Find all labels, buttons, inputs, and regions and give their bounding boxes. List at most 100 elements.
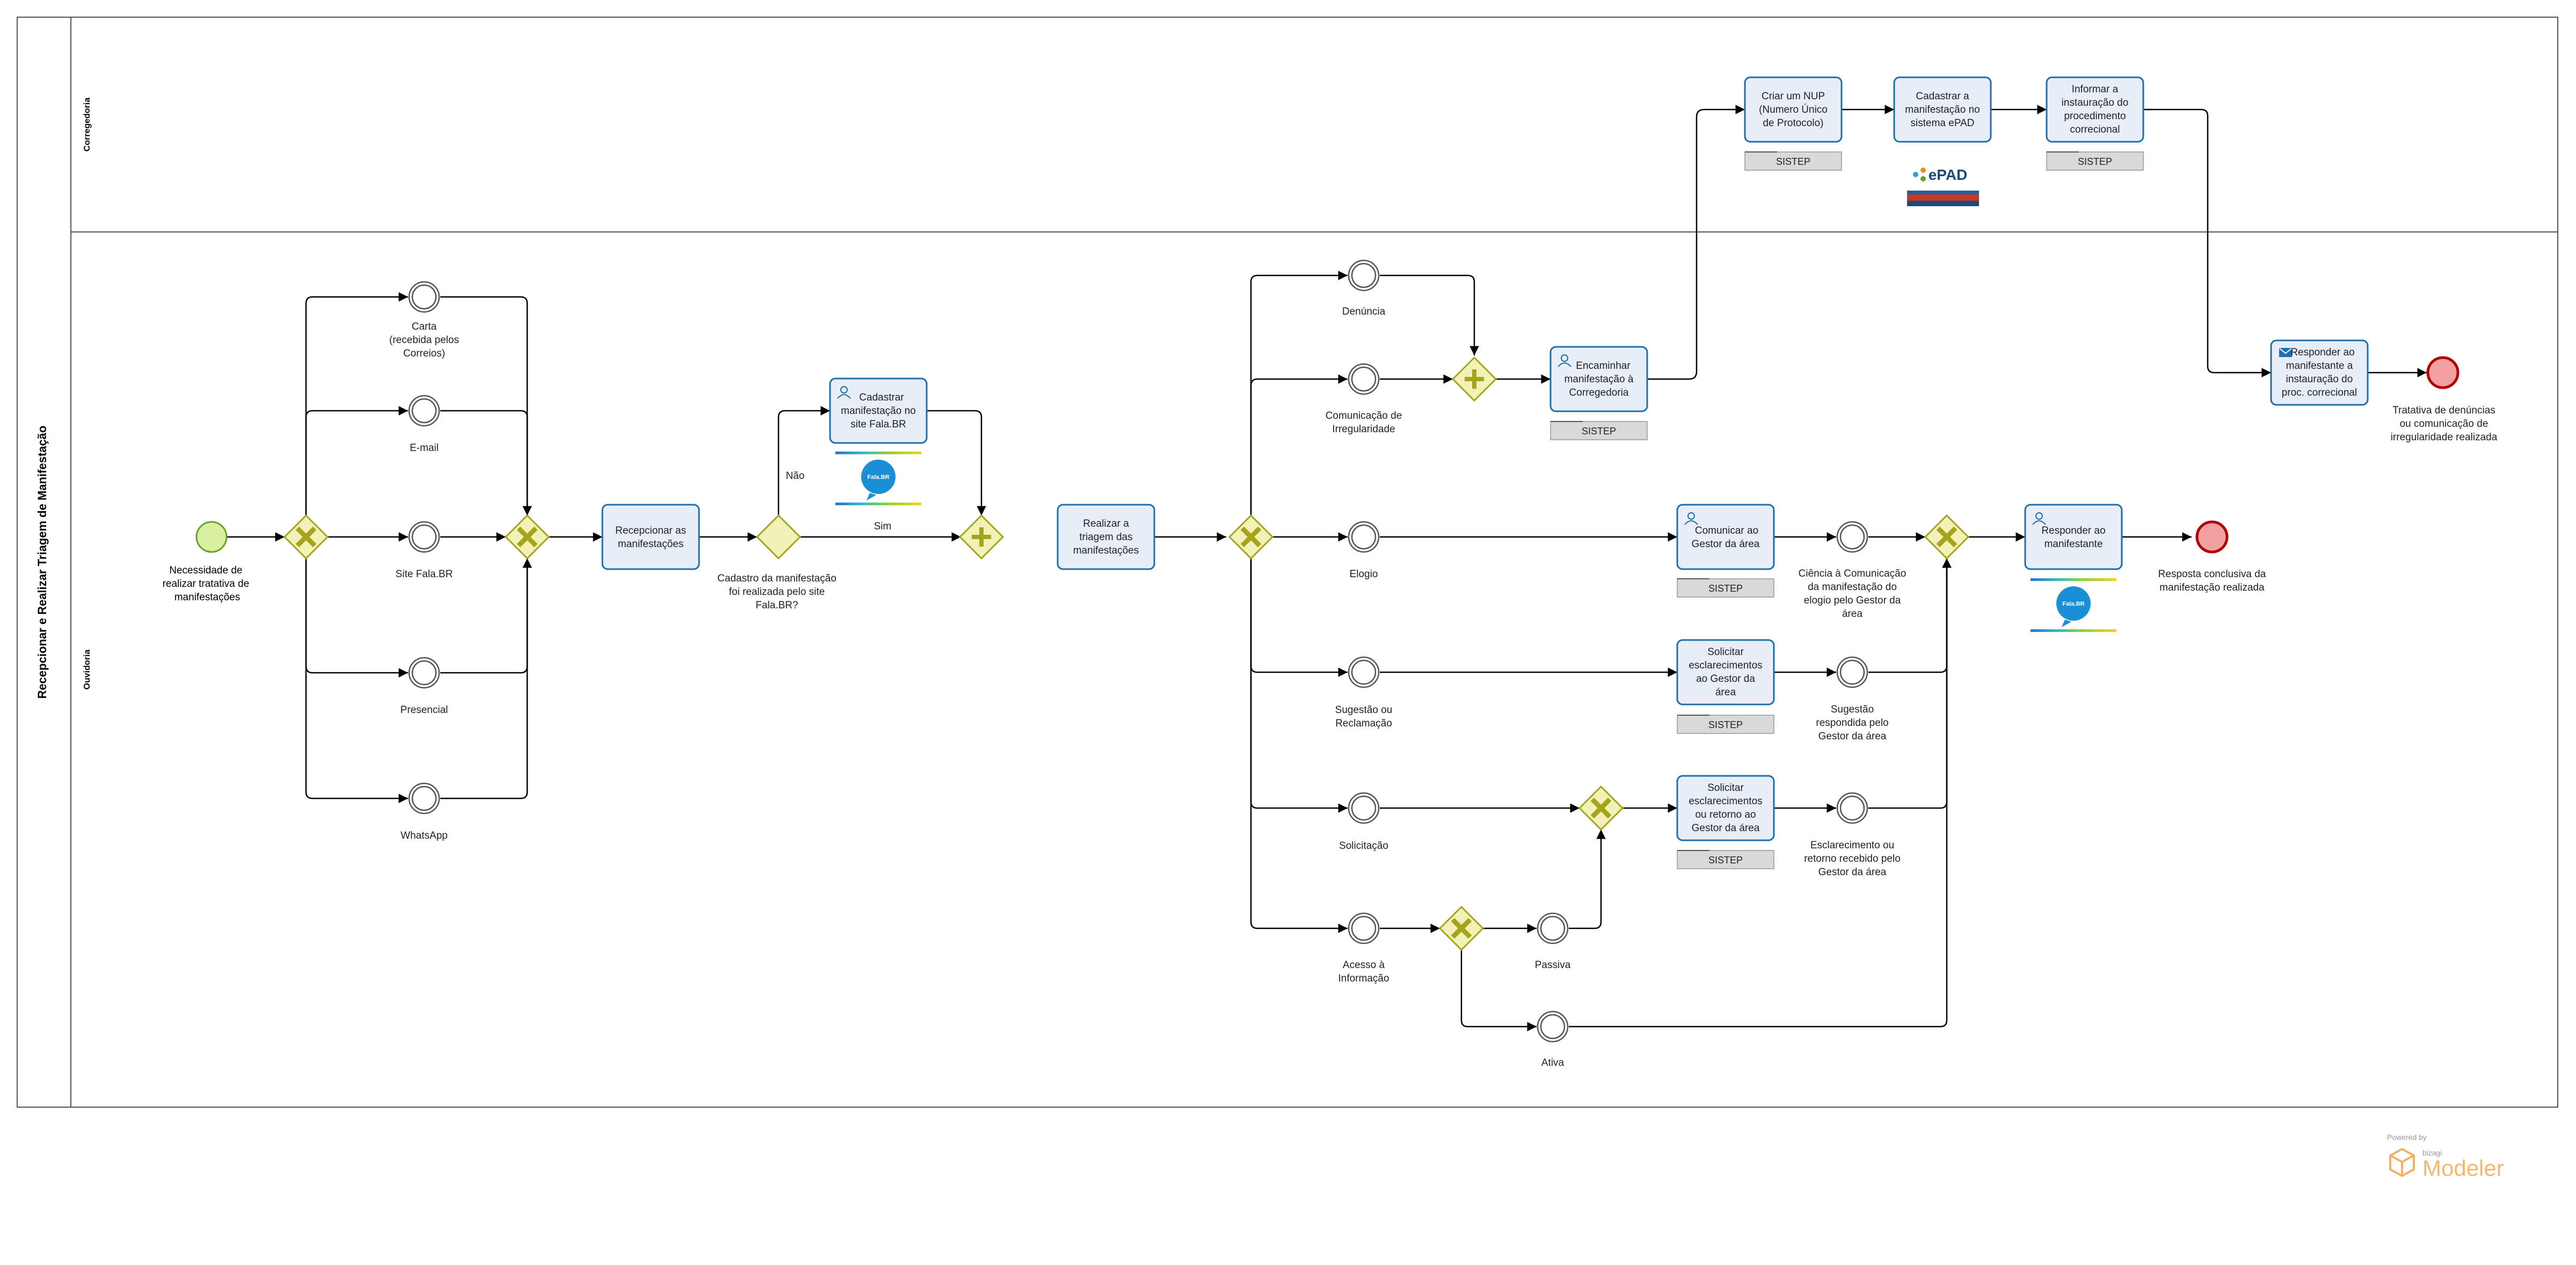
intermediate-event [1348,363,1380,395]
flow [440,558,532,674]
sistep-tag [1677,578,1774,598]
flow [1250,374,1348,515]
task-responder-instauracao[interactable] [2270,339,2369,406]
pool: Recepcionar e Realizar Triagem de Manife… [17,17,2558,1108]
flow [440,558,532,799]
end-event [2195,520,2229,554]
falabr-logo [2031,578,2116,632]
event-label-email: E-mail [410,442,439,454]
flow [1250,558,1348,813]
gateway-label-sim: Sim [874,521,892,532]
intermediate-event [1348,656,1380,688]
intermediate-event [408,281,440,313]
falabr-logo [835,452,921,505]
flow [305,292,408,515]
task-cadastrar-falabr[interactable] [829,377,928,444]
sistep-tag [1550,421,1648,440]
sistep-label: SISTEP [1708,855,1743,866]
sistep-tag [1744,151,1842,171]
task-type-icons [837,348,2292,525]
parallel-gateway [1451,356,1497,402]
lane-corregedoria: Corregedoria [83,98,92,152]
task-encaminhar[interactable] [1549,346,1648,412]
user-icon [837,386,851,399]
flow [1569,830,1606,929]
intermediate-event [1348,792,1380,824]
sistep-label: SISTEP [2078,156,2112,167]
sequence-flows [223,105,2427,1031]
epad-logo [1907,168,1979,206]
end-event [2426,356,2459,389]
task-comunicar[interactable] [1676,504,1775,570]
flow [440,410,532,515]
parallel-gateway [958,514,1005,560]
sistep-label: SISTEP [1582,426,1616,437]
intermediate-event [408,395,440,427]
tasks [601,76,2369,841]
flow [2143,108,2271,377]
flow [1647,105,1745,380]
bizagi-branding: Powered by bizagi Modeler [2387,1133,2504,1181]
task-solicitar-retorno[interactable] [1676,775,1775,841]
task-responder[interactable] [2024,504,2123,570]
flow [1250,558,1348,677]
intermediate-events [408,259,1868,1043]
intermediate-event [1348,912,1380,944]
exclusive-gateway [1924,514,1970,560]
event-label-ativa: Ativa [1541,1057,1564,1068]
exclusive-gateway [1578,785,1624,831]
start-event-label: Necessidade de realizar tratativa de man… [163,565,252,603]
event-label-site: Site Fala.BR [396,569,453,580]
flow [305,558,408,803]
sistep-tag [1677,850,1774,869]
intermediate-event [1836,656,1868,688]
lane-ouvidoria: Ouvidoria [83,650,92,690]
sistep-label: SISTEP [1708,583,1743,594]
event-label-denuncia: Denúncia [1342,306,1386,317]
exclusive-gateway [1438,905,1485,951]
powered-by-label: Powered by [2387,1133,2427,1142]
exclusive-gateway [283,514,329,560]
falabr-logo-text: Fala.BR [868,474,890,481]
mail-icon [2279,348,2292,357]
modeler-label: Modeler [2422,1155,2504,1181]
task-cadastrar-epad[interactable] [1893,76,1992,143]
task-informar[interactable] [2046,76,2144,143]
sistep-tag [1677,715,1774,734]
gateway-label-nao: Não [786,470,805,482]
intermediate-event [1836,792,1868,824]
bizagi-cube-icon [2389,1147,2415,1177]
task-recepcionar[interactable] [601,504,700,570]
user-icon [2032,512,2046,525]
task-solicitar-esclarecimentos[interactable] [1676,639,1775,706]
task-criar-nup[interactable] [1744,76,1843,143]
user-icon [1558,354,1571,367]
flow [1380,274,1479,355]
event-label-presencial: Presencial [401,704,448,716]
flow [305,558,408,678]
event-label-solicitacao: Solicitação [1339,840,1388,852]
event-label-whatsapp: WhatsApp [401,830,448,841]
sistep-tag [2046,151,2144,171]
decision-gateway [755,514,802,560]
intermediate-event [1348,521,1380,553]
intermediate-event [408,657,440,689]
task-triagem[interactable] [1057,504,1155,570]
flow [305,406,408,515]
